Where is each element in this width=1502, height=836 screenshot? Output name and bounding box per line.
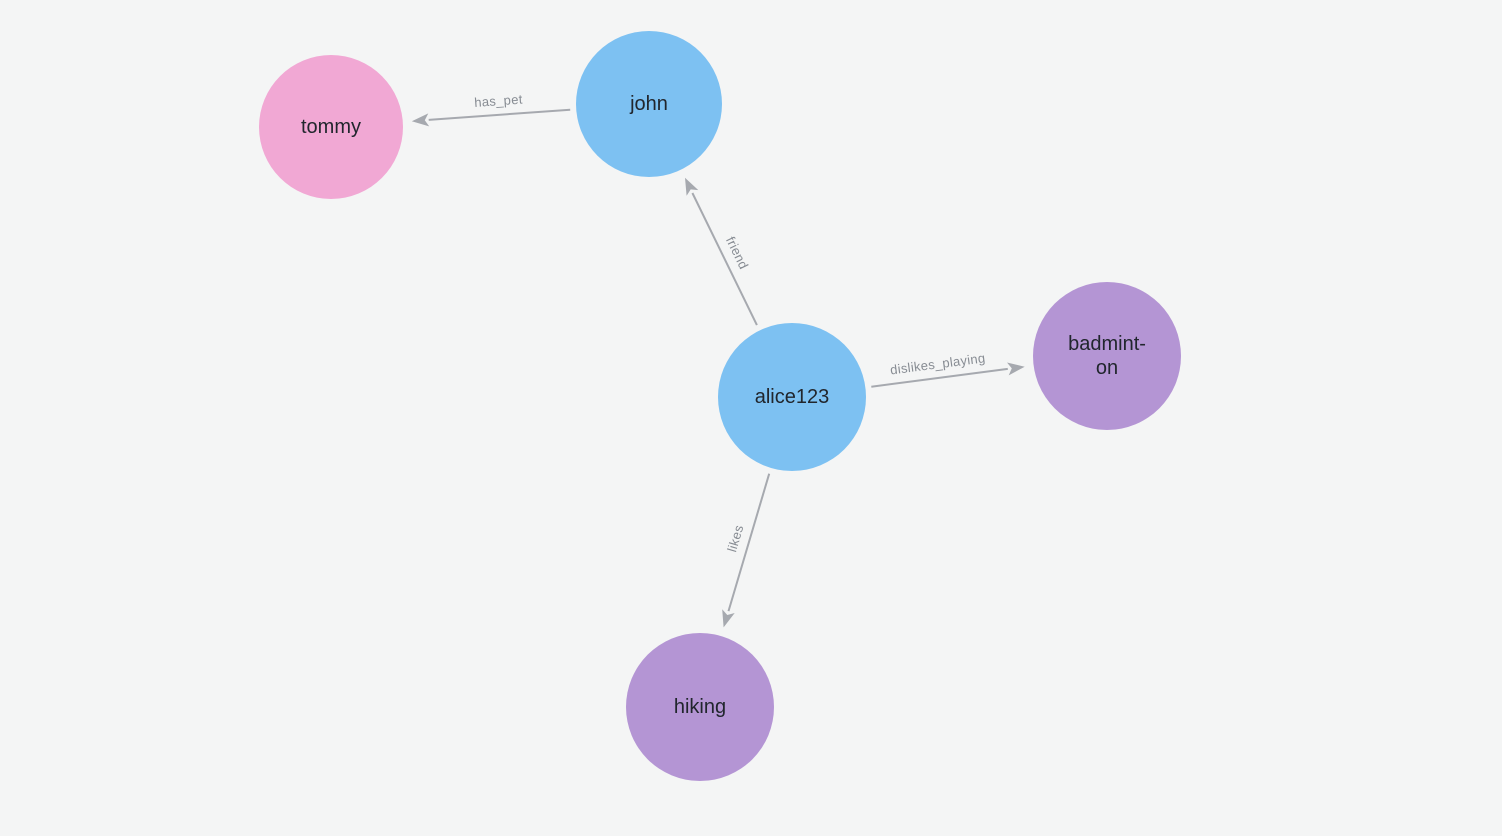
edge-arrowhead-icon <box>411 113 430 127</box>
edge-likes[interactable]: likes <box>722 473 771 628</box>
node-hiking[interactable]: hiking <box>626 633 774 781</box>
edge-line <box>691 192 758 326</box>
edge-arrowhead-icon <box>685 177 699 196</box>
edge-line <box>871 367 1008 388</box>
node-circle[interactable] <box>1033 282 1181 430</box>
edge-has_pet[interactable]: has_pet <box>411 92 571 127</box>
node-circle[interactable] <box>259 55 403 199</box>
edge-label[interactable]: has_pet <box>474 92 523 110</box>
node-circle[interactable] <box>718 323 866 471</box>
edge-line <box>428 108 571 121</box>
edge-arrowhead-icon <box>1007 362 1025 376</box>
edge-label[interactable]: likes <box>724 523 746 554</box>
node-circle[interactable] <box>626 633 774 781</box>
node-tommy[interactable]: tommy <box>259 55 403 199</box>
edge-friend[interactable]: friend <box>685 177 758 326</box>
node-john[interactable]: john <box>576 31 722 177</box>
edge-arrowhead-icon <box>722 609 735 628</box>
node-alice123[interactable]: alice123 <box>718 323 866 471</box>
edge-line <box>727 473 771 612</box>
node-circle[interactable] <box>576 31 722 177</box>
edge-dislikes_playing[interactable]: dislikes_playing <box>871 350 1025 388</box>
node-badminton[interactable]: badmint-on <box>1033 282 1181 430</box>
